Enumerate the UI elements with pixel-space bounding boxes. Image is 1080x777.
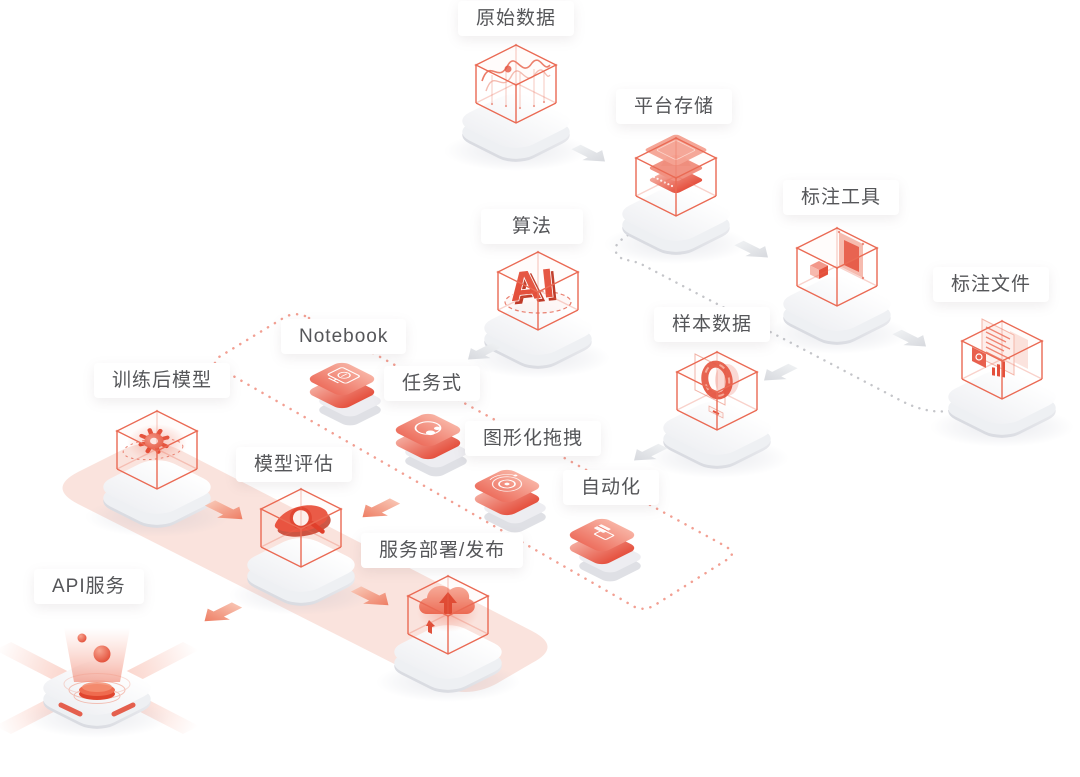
algorithm-station: AI AI [466,249,610,378]
platform-storage-station [604,134,748,264]
notebook-laptop-icon [327,367,360,384]
node-label-api-service: API服务 [34,569,144,604]
node-label-graphical-drag: 图形化拖拽 [465,421,602,456]
arrow-tool-to-sample-icon [754,361,803,386]
sample-data-station [645,350,789,478]
model-evaluation-station [229,487,373,615]
annotation-tool-station [765,225,909,354]
node-label-sample-data: 样本数据 [654,307,771,342]
node-label-task-mode: 任务式 [384,366,481,401]
notebook-tile [305,360,386,428]
floating-sphere-small-icon [77,633,87,643]
graphical-drag-target-icon [489,474,523,492]
arrow-modes-to-deploy-icon [351,495,407,523]
graphical-drag-tile [470,467,551,535]
raw-data-station [444,42,588,171]
service-deploy-station [376,574,520,702]
node-label-notebook: Notebook [281,319,407,354]
node-label-trained-model: 训练后模型 [94,363,231,398]
automation-blocks-icon [594,524,615,540]
annotation-file-station [930,318,1074,447]
floating-sphere-large-icon [93,645,111,663]
automation-tile [565,516,646,584]
node-label-automation: 自动化 [563,470,660,505]
node-label-service-deploy: 服务部署/发布 [361,533,524,568]
task-mode-nodes-icon [414,421,442,436]
api-service-beacon [0,628,199,738]
node-label-annotation-file: 标注文件 [933,267,1050,302]
node-label-model-evaluation: 模型评估 [236,447,353,482]
node-label-algorithm: 算法 [481,209,584,244]
node-label-platform-storage: 平台存储 [616,89,733,124]
training-modes-dotted-outline [213,313,734,610]
task-mode-tile [391,411,472,479]
trained-model-station [85,409,229,537]
node-label-annotation-tool: 标注工具 [783,180,900,215]
node-label-raw-data: 原始数据 [458,1,575,36]
platform-accent-bars [58,702,136,717]
